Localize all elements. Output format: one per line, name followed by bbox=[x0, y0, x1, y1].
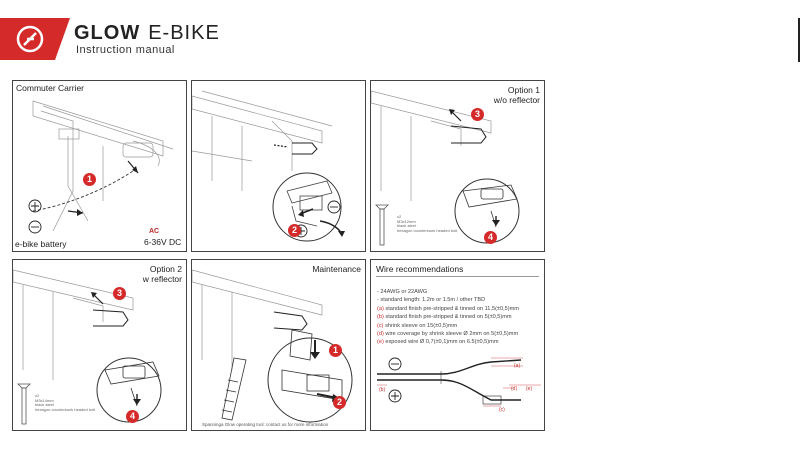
ac-mark: AC bbox=[149, 228, 160, 235]
operating-tool-icon bbox=[221, 357, 247, 421]
step-badge: 2 bbox=[333, 396, 346, 409]
screw-size: M3x12mm bbox=[397, 218, 416, 224]
screw-icon bbox=[375, 204, 389, 246]
wire-spec-list: - 24AWG or 22AWG - standard length: 1.2m… bbox=[377, 288, 519, 347]
option-title: Option 2 bbox=[149, 264, 182, 274]
panel-title: Option 1 w/o reflector bbox=[494, 85, 540, 105]
panel-step-2: 2 bbox=[191, 80, 366, 252]
tag-c: (c) bbox=[499, 407, 505, 413]
spec-line: (e) exposed wire Ø 0,7(±0,1)mm on 6.5(±0… bbox=[377, 339, 499, 346]
logo-icon bbox=[0, 18, 70, 60]
step-badge: 3 bbox=[471, 108, 484, 121]
screw-qty: x2 bbox=[35, 393, 40, 398]
option-subtitle: w reflector bbox=[142, 274, 182, 284]
screw-material: black steel bbox=[35, 402, 54, 407]
rear-light-illustration bbox=[192, 90, 345, 242]
panel-commuter-carrier: Commuter Carrier 1 e-bike battery AC 6-3… bbox=[12, 80, 187, 252]
spec-line: (a) standard finish pre-stripped & tinne… bbox=[377, 305, 519, 312]
spec-line: (d) wire coverage by shrink sleeve Ø 2mm… bbox=[377, 331, 519, 338]
page-header: GLOW E-BIKE Instruction manual bbox=[0, 0, 802, 70]
screw-size: M3x14mm bbox=[35, 397, 54, 403]
option-subtitle: w/o reflector bbox=[493, 95, 540, 105]
header-rule bbox=[798, 18, 800, 62]
panel-title: Maintenance bbox=[312, 264, 361, 274]
tag-a: (a) bbox=[514, 363, 521, 369]
step-badge: 4 bbox=[484, 231, 497, 244]
brand-rest: E-BIKE bbox=[148, 22, 220, 44]
panel-option-2: Option 2 w reflector 3 4 x2 M3x14mm blac… bbox=[12, 259, 187, 431]
screw-qty: x2 bbox=[397, 214, 402, 219]
carrier-illustration bbox=[28, 100, 174, 234]
option1-illustration bbox=[371, 90, 520, 246]
screw-material: black steel bbox=[397, 223, 416, 228]
brand-title: GLOW E-BIKE bbox=[74, 22, 220, 45]
brand-bold: GLOW bbox=[74, 22, 141, 44]
step-badge: 2 bbox=[288, 224, 301, 237]
screw-spec: x2 M3x12mm black steel hexagon countersu… bbox=[397, 214, 458, 233]
voltage-label: 6-36V DC bbox=[144, 237, 182, 247]
wire-diagram bbox=[377, 357, 541, 407]
step-badge: 1 bbox=[83, 173, 96, 186]
panel-title: Commuter Carrier bbox=[16, 83, 85, 93]
panel-title: Wire recommendations bbox=[376, 264, 464, 274]
option-title: Option 1 bbox=[507, 85, 540, 95]
step-badge: 1 bbox=[329, 344, 342, 357]
tag-b: (b) bbox=[379, 387, 386, 393]
plus-terminal-icon bbox=[388, 389, 402, 403]
screw-type: hexagon countersunk headed bolt bbox=[35, 406, 96, 412]
maintenance-footnote: Spanninga Glow operating tool: contact u… bbox=[202, 422, 329, 427]
step-badge: 3 bbox=[113, 287, 126, 300]
panel-maintenance: Maintenance 1 2 Spanninga Glow operating… bbox=[191, 259, 366, 431]
manual-subtitle: Instruction manual bbox=[76, 44, 175, 56]
screw-type: hexagon countersunk headed bolt bbox=[397, 227, 458, 233]
tag-e: (e) bbox=[526, 386, 533, 392]
panel-wire-recommendations: Wire recommendations - 24AWG or 22AWG - … bbox=[370, 259, 545, 431]
panel-option-1: Option 1 w/o reflector 3 4 x2 M3x12mm bl… bbox=[370, 80, 545, 252]
title-divider bbox=[376, 276, 539, 277]
tag-d: (d) bbox=[511, 386, 518, 392]
spec-line: - standard length: 1.2m or 1.5m / other … bbox=[377, 297, 486, 304]
option2-illustration bbox=[13, 269, 162, 425]
spec-line: - 24AWG or 22AWG bbox=[377, 289, 428, 295]
screw-spec: x2 M3x14mm black steel hexagon countersu… bbox=[35, 393, 96, 412]
plus-terminal-icon bbox=[28, 199, 42, 213]
battery-label: e-bike battery bbox=[15, 239, 67, 249]
minus-terminal-icon bbox=[388, 357, 402, 371]
spec-line: (b) standard finish pre-stripped & tinne… bbox=[377, 314, 512, 321]
screw-icon bbox=[17, 383, 31, 425]
spec-line: (c) shrink sleeve on 15(±0,5)mm bbox=[377, 322, 458, 329]
panel-title: Option 2 w reflector bbox=[143, 264, 182, 284]
minus-terminal-icon bbox=[28, 220, 42, 234]
step-badge: 4 bbox=[126, 410, 139, 423]
